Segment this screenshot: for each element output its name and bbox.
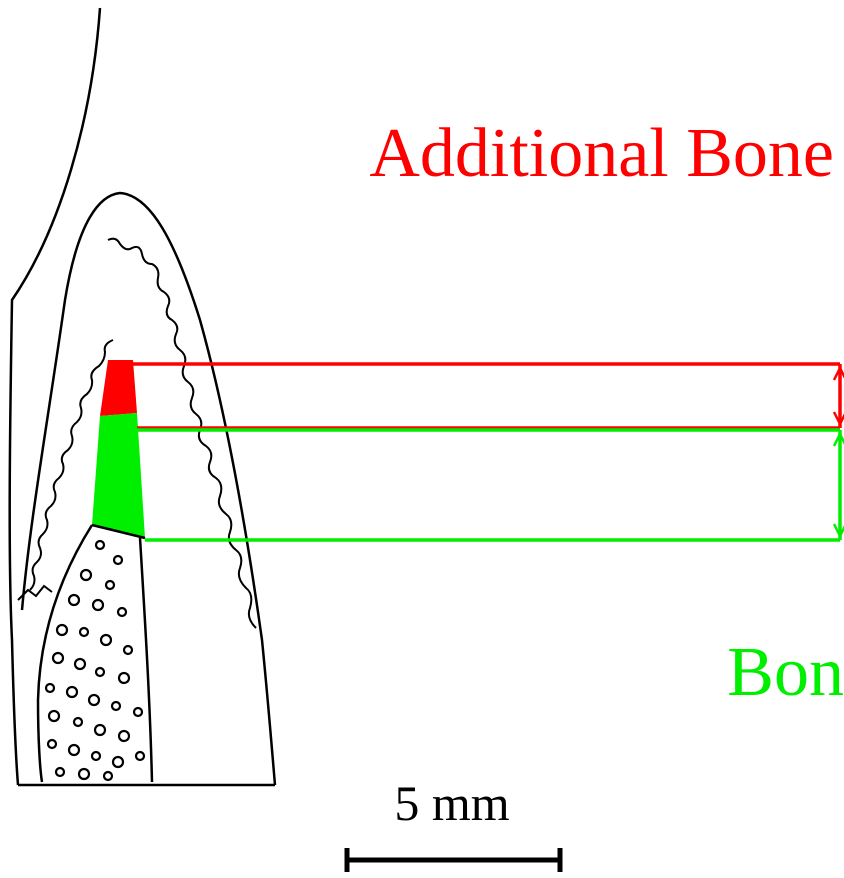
bone-bracket xyxy=(137,430,840,540)
soft-tissue-outline xyxy=(10,8,100,785)
scale-bar xyxy=(347,848,560,872)
additional-bone-label: Additional Bone xyxy=(369,115,834,192)
bone-label: Bon xyxy=(727,634,844,711)
additional-bone-region xyxy=(100,360,137,416)
cancellous-bone-texture xyxy=(46,541,144,780)
scale-bar-label: 5 mm xyxy=(394,775,509,831)
additional-bone-bracket xyxy=(133,364,840,428)
